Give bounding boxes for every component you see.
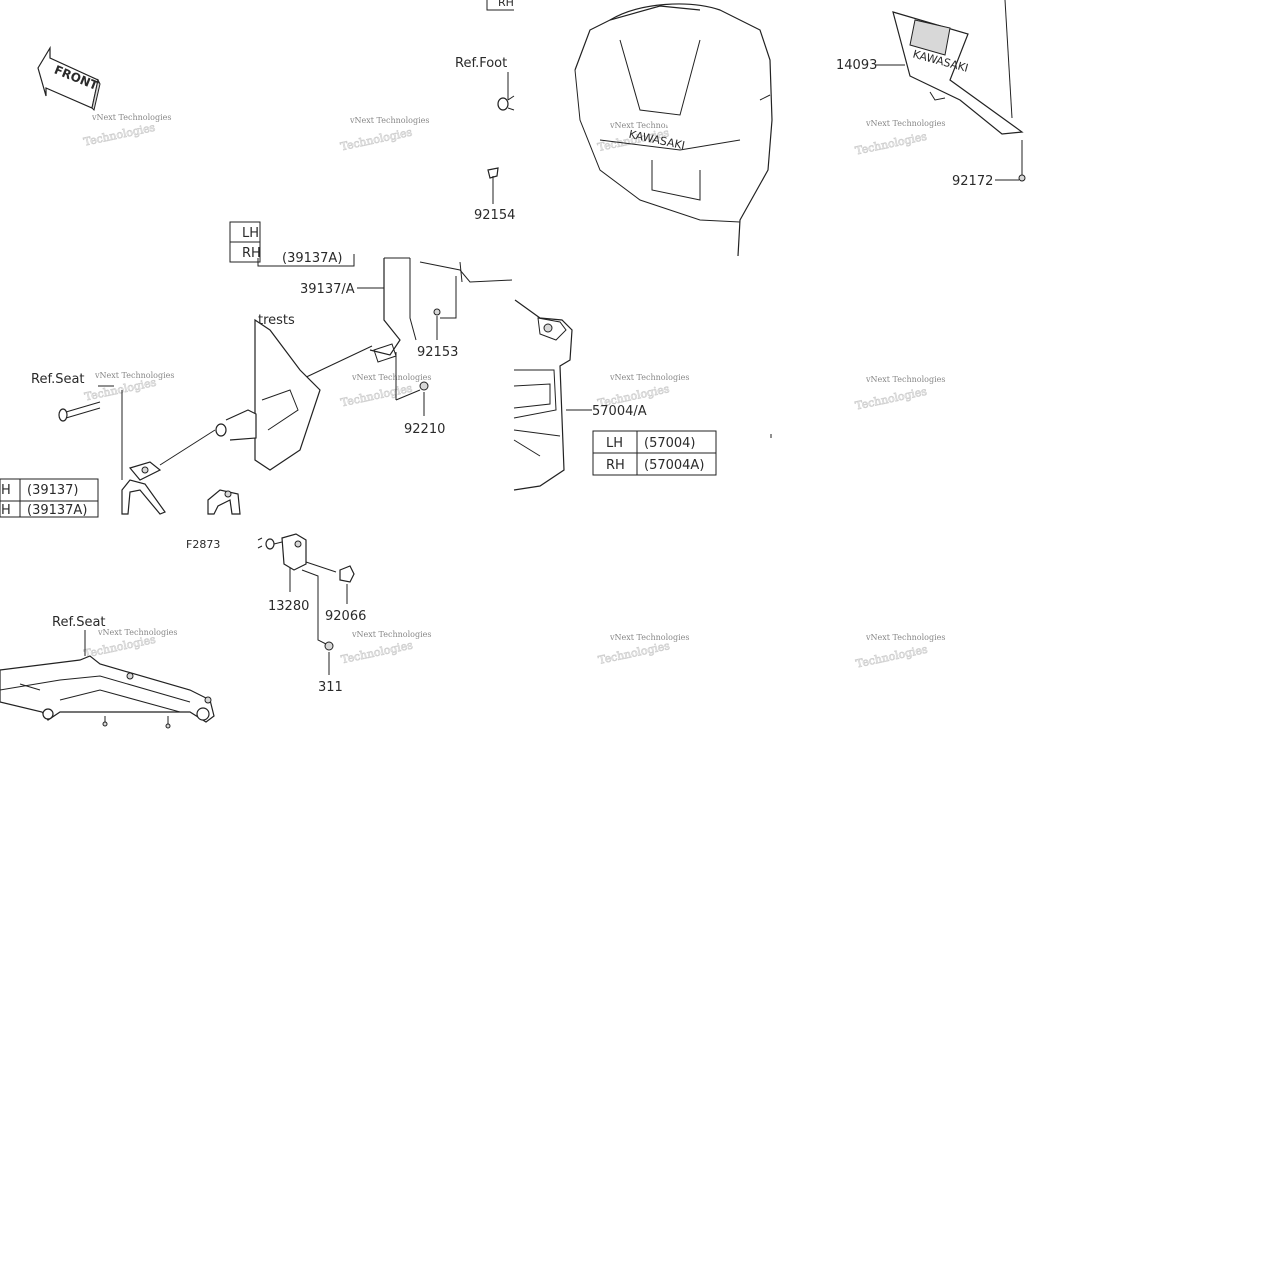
svg-text:RH: RH xyxy=(606,458,625,473)
footrest-bracket-part xyxy=(254,257,513,471)
label-92066: 92066 xyxy=(325,609,366,624)
label-92153: 92153 xyxy=(417,345,458,360)
bolt-part xyxy=(497,95,515,111)
svg-text:vNext Technologies: vNext Technologies xyxy=(351,630,431,639)
svg-text:RH: RH xyxy=(498,0,514,9)
svg-text:(39137A): (39137A) xyxy=(282,251,342,266)
label-14093: 14093 xyxy=(836,58,877,73)
label-ref-seat-2: Ref.Seat xyxy=(52,615,106,630)
svg-text:RH: RH xyxy=(242,246,261,261)
table-right: LH (57004) RH (57004A) xyxy=(592,430,717,476)
emblem-14093-part: KAWASAKI xyxy=(892,0,1024,135)
screw-92172-part xyxy=(995,140,1026,182)
screw-92154-part xyxy=(487,167,499,204)
pannier-57004-part xyxy=(513,299,573,491)
svg-text:Technologies: Technologies xyxy=(82,121,156,149)
svg-text:vNext Technologies: vNext Technologies xyxy=(609,121,689,130)
svg-text:vNext Technologies: vNext Technologies xyxy=(609,373,689,382)
table-top-rh: RH xyxy=(486,0,514,11)
svg-text:LH: LH xyxy=(242,226,259,241)
svg-text:vNext Technologies: vNext Technologies xyxy=(351,373,431,382)
nut-92210-part xyxy=(395,352,429,416)
svg-text:Technologies: Technologies xyxy=(854,130,928,158)
figure-code: F2873 xyxy=(186,538,220,551)
svg-text:vNext Technologies: vNext Technologies xyxy=(609,633,689,642)
label-311: 311 xyxy=(318,680,343,695)
side-rail-part xyxy=(121,409,257,515)
svg-text:vNext Technologies: vNext Technologies xyxy=(865,119,945,128)
svg-text:Technologies: Technologies xyxy=(597,639,671,667)
table-mid: LH RH (39137A) xyxy=(229,221,355,267)
label-92172: 92172 xyxy=(952,174,993,189)
svg-text:Technologies: Technologies xyxy=(339,125,413,153)
svg-text:vNext Technologies: vNext Technologies xyxy=(97,628,177,637)
svg-text:LH: LH xyxy=(606,436,623,451)
nut-311-part xyxy=(324,641,334,675)
watermark: Technologies vNext Technologies Technolo… xyxy=(82,113,945,671)
svg-text:(39137A): (39137A) xyxy=(27,503,87,518)
label-13280: 13280 xyxy=(268,599,309,614)
label-ref-footrests: Ref.Foot xyxy=(455,56,507,71)
label-39137A: 39137/A xyxy=(300,282,355,297)
svg-text:H: H xyxy=(1,503,11,518)
cap-92066-part xyxy=(339,565,355,604)
svg-text:Technologies: Technologies xyxy=(855,643,929,671)
svg-text:vNext Technologies: vNext Technologies xyxy=(349,116,429,125)
label-92154: 92154 xyxy=(474,208,515,223)
svg-text:(57004): (57004) xyxy=(644,436,696,451)
front-arrow-icon: FRONT xyxy=(37,45,101,111)
switch-13280-part xyxy=(257,533,337,645)
svg-text:vNext Technologies: vNext Technologies xyxy=(91,113,171,122)
svg-text:vNext Technologies: vNext Technologies xyxy=(94,371,174,380)
svg-text:Technologies: Technologies xyxy=(854,385,928,413)
bolt-92153-part xyxy=(433,276,457,340)
svg-text:H: H xyxy=(1,483,11,498)
label-footrests-tail: trests xyxy=(258,313,295,328)
svg-text:Technologies: Technologies xyxy=(340,638,414,666)
svg-text:(57004A): (57004A) xyxy=(644,458,704,473)
label-57004A: 57004/A xyxy=(592,404,647,419)
svg-text:(39137): (39137) xyxy=(27,483,79,498)
seat-frame-part xyxy=(0,630,215,729)
label-92210: 92210 xyxy=(404,422,445,437)
top-case-part: KAWASAKI xyxy=(574,3,773,257)
svg-text:vNext Technologies: vNext Technologies xyxy=(865,633,945,642)
table-left: H (39137) H (39137A) xyxy=(0,478,99,518)
svg-text:Technologies: Technologies xyxy=(340,381,414,409)
svg-text:vNext Technologies: vNext Technologies xyxy=(865,375,945,384)
long-bolt-part xyxy=(58,385,123,480)
label-ref-seat-1: Ref.Seat xyxy=(31,372,85,387)
